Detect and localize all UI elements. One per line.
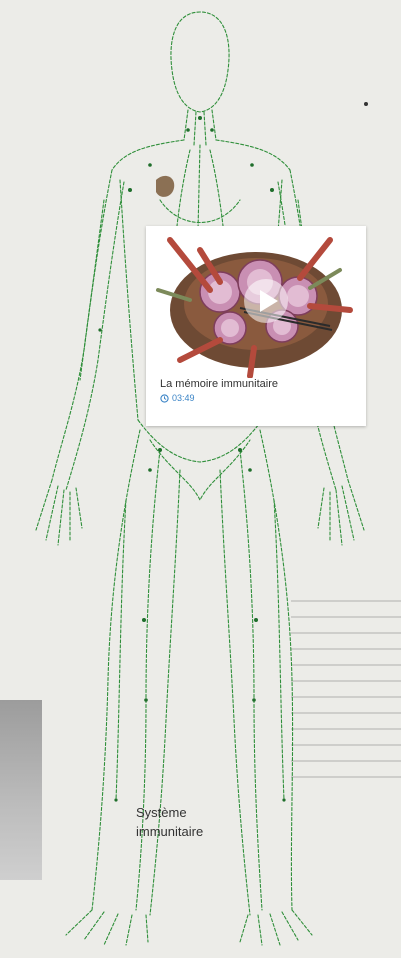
- video-title[interactable]: La mémoire immunitaire: [160, 378, 278, 390]
- video-card[interactable]: La mémoire immunitaire 03:49: [146, 226, 366, 426]
- play-icon: [243, 278, 289, 324]
- video-duration: 03:49: [160, 393, 195, 403]
- video-duration-text: 03:49: [172, 393, 195, 403]
- clock-icon: [160, 394, 169, 403]
- figure-label: Système immunitaire: [136, 803, 203, 841]
- video-thumbnail[interactable]: [150, 230, 362, 378]
- figure-label-line2: immunitaire: [136, 822, 203, 841]
- figure-label-line1: Système: [136, 803, 203, 822]
- play-button[interactable]: [243, 278, 289, 324]
